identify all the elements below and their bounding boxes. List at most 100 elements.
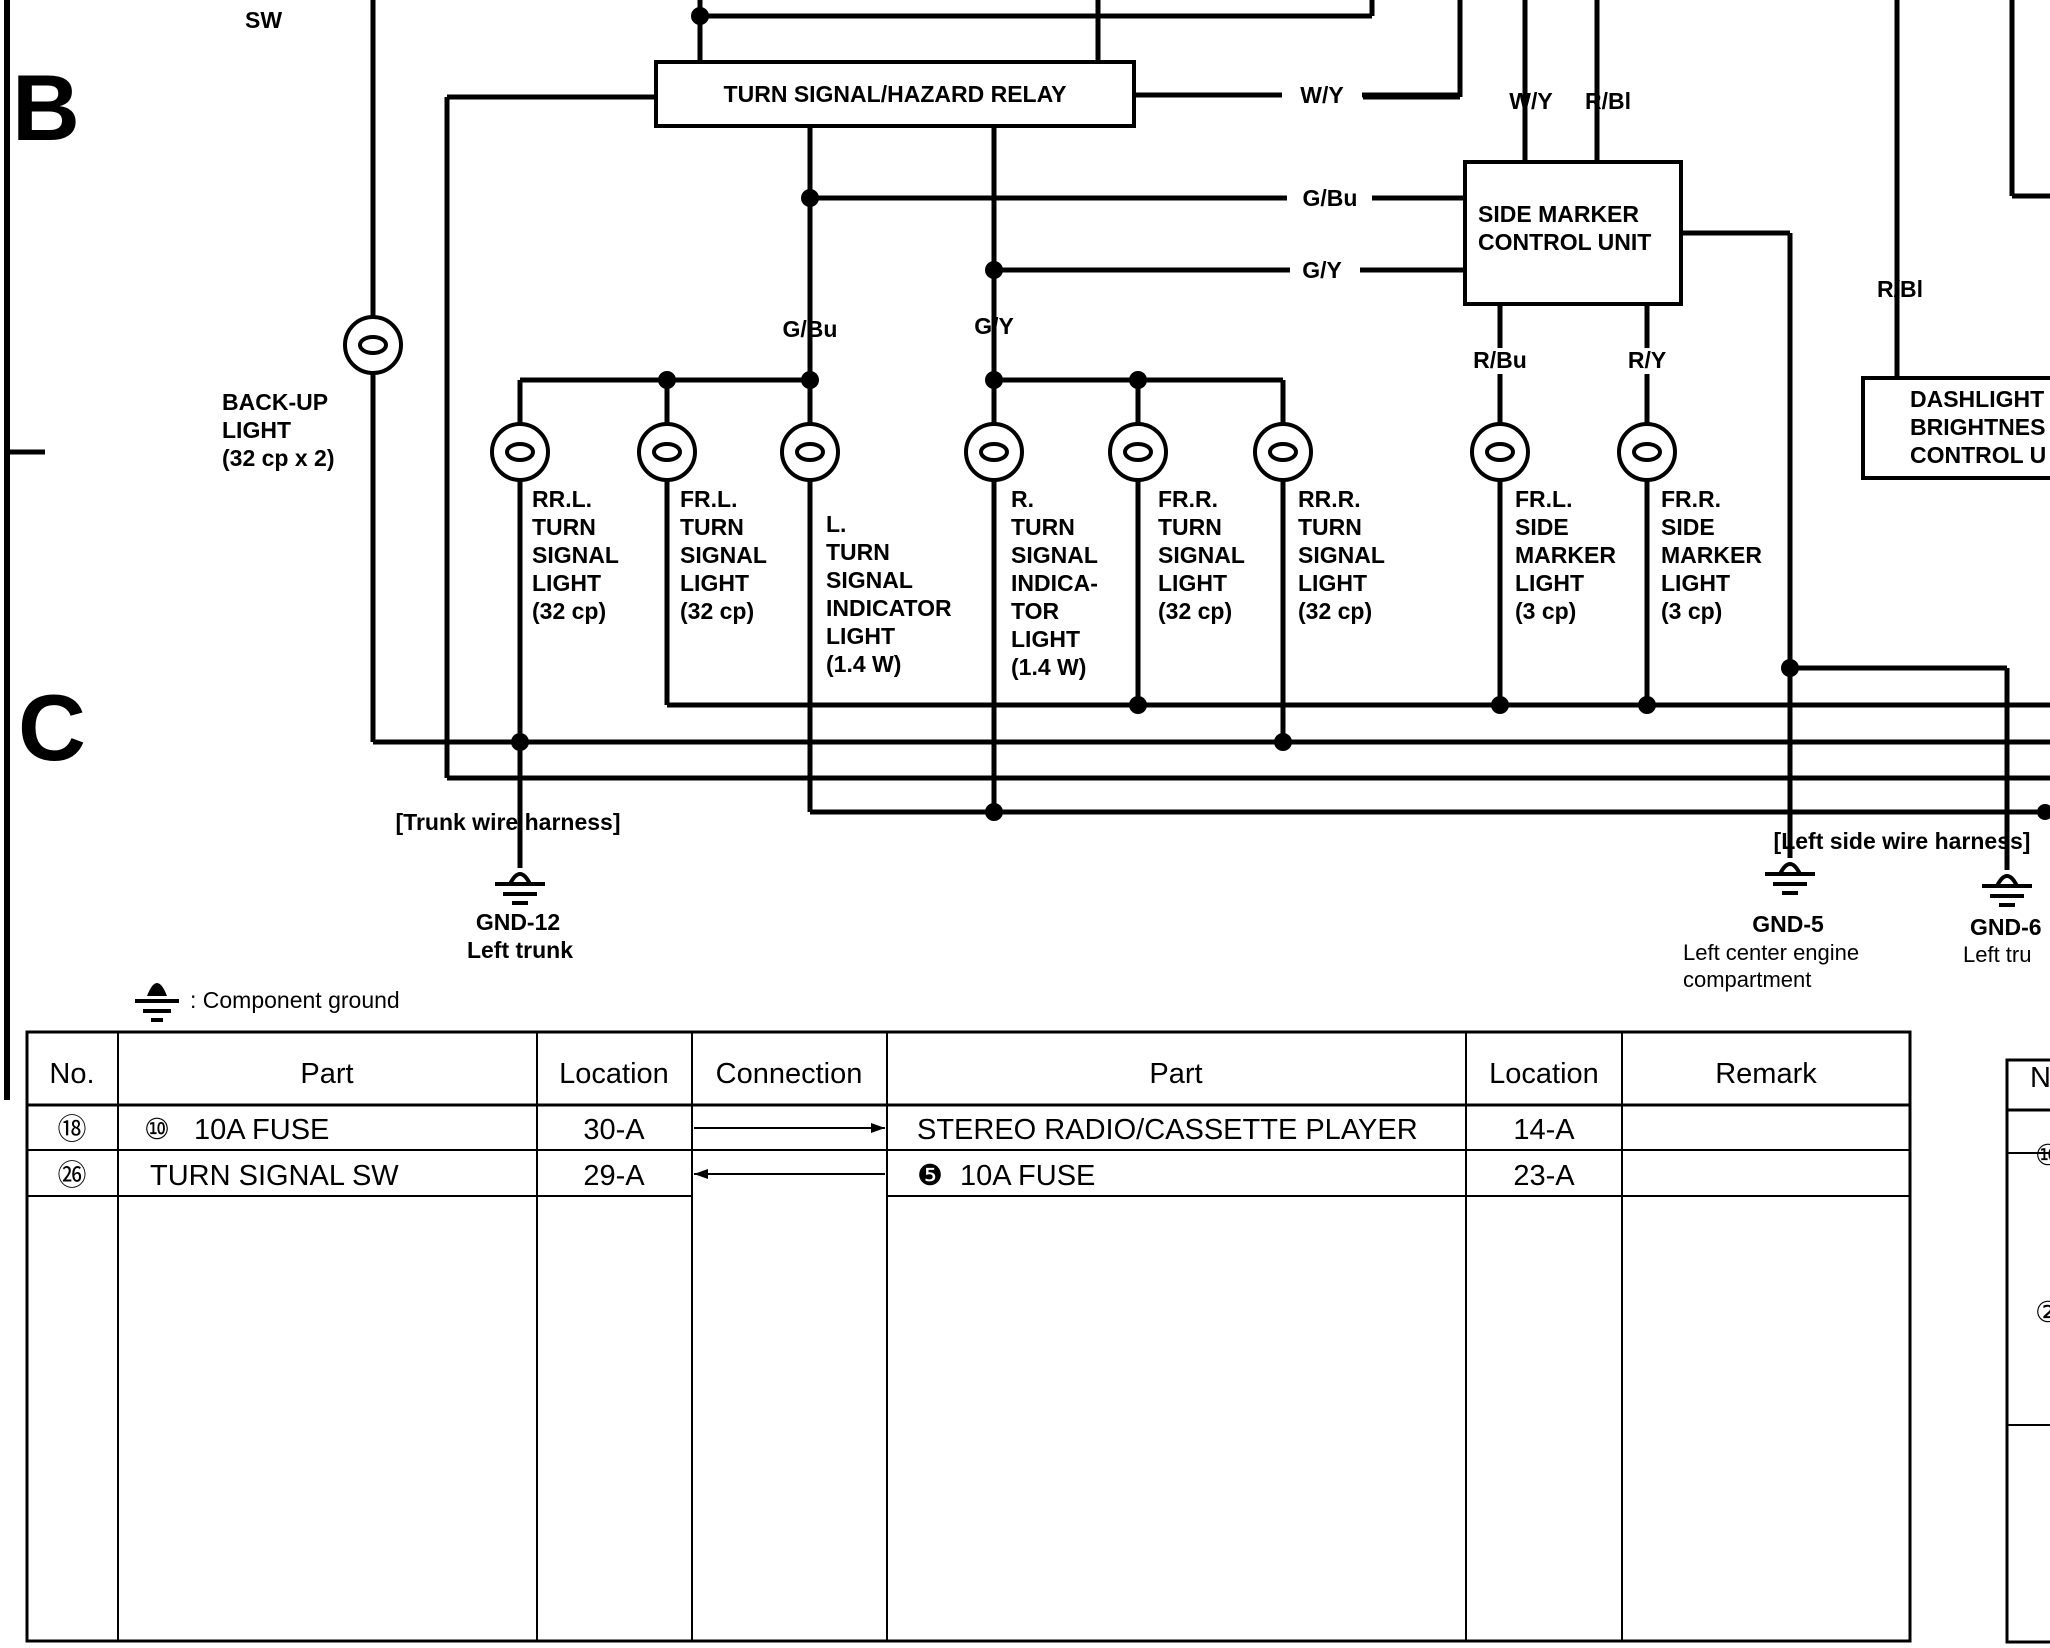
connection-table [25,1030,1912,1643]
wire-code-g-bu-v: G/Bu [783,316,838,342]
section-letter-b: B [12,55,80,160]
lamp-label-line: LIGHT [1661,570,1730,596]
lamp-label-line: RR.R. [1298,486,1361,512]
harness-left-side: [Left side wire harness] [1774,828,2031,854]
right-table-row-2: ② [2035,1297,2050,1329]
right-table-header: N [2030,1062,2050,1094]
lamp-label-line: LIGHT [1158,570,1227,596]
lamp-label-line: LIGHT [1298,570,1367,596]
lamp-label-line: RR.L. [532,486,592,512]
arrow-head-icon [871,1123,885,1133]
lamp-label-line: FR.R. [1158,486,1218,512]
relay-label: TURN SIGNAL/HAZARD RELAY [724,81,1067,107]
lamp-label-line: (32 cp) [532,598,606,624]
lamp-label-line: FR.L. [680,486,738,512]
gnd-12-location: Left trunk [467,937,573,963]
wire-code-w-y-relay: W/Y [1300,82,1343,108]
table-header-part: Part [300,1058,353,1090]
right-partial-table [2005,1058,2050,1644]
lamp-label-line: SIGNAL [532,542,619,568]
bulb-icon [1617,422,1677,482]
right-table-row-1: ⑩ [2035,1140,2050,1172]
fuse-number-icon: ⑩ [144,1114,170,1146]
gnd-6-id: GND-6 [1970,914,2042,940]
wire-code-g-bu-h: G/Bu [1303,185,1358,211]
ground-symbol-icon [1982,874,2032,907]
backup-light-line-1: BACK-UP [222,389,328,415]
lamp-label-line: TURN [532,514,596,540]
lamp-label-line: LIGHT [532,570,601,596]
table-header-part-2: Part [1149,1058,1202,1090]
row-no: ⑱ [57,1114,86,1146]
gnd-5-location-2: compartment [1683,967,1811,992]
gnd-12-id: GND-12 [476,909,560,935]
bulb-icon [1470,422,1530,482]
component-ground-icon [135,983,179,1022]
lamp-label-line: TURN [680,514,744,540]
lamp-label-line: TOR [1011,598,1060,624]
side-marker-control-unit [1463,160,1683,306]
lamp-label-line: LIGHT [1515,570,1584,596]
row-location: 30-A [583,1114,645,1146]
bulb-icon [1253,422,1313,482]
gnd-5-id: GND-5 [1752,911,1824,937]
lamp-label-line: TURN [1158,514,1222,540]
arrow-head-icon [694,1169,708,1179]
wire-code-g-y-v: G/Y [974,313,1014,339]
side-marker-unit-line-1: SIDE MARKER [1478,201,1639,227]
lamp-label-line: SIDE [1515,514,1569,540]
lamp-label-line: (32 cp) [1298,598,1372,624]
lamp-label-line: INDICA- [1011,570,1098,596]
legend-component-ground: : Component ground [190,987,400,1013]
table-header-remark: Remark [1715,1058,1817,1090]
lamp-label-line: (1.4 W) [1011,654,1086,680]
lamp-label-line: SIDE [1661,514,1715,540]
row-part: 10A FUSE [194,1114,329,1146]
gnd-6-location: Left tru [1963,942,2031,967]
lamp-label-line: LIGHT [1011,626,1080,652]
lamp-label-line: MARKER [1515,542,1616,568]
side-marker-unit-line-2: CONTROL UNIT [1478,229,1651,255]
switch-label: SW [245,7,282,33]
lamp-label-line: SIGNAL [826,567,913,593]
backup-light-line-2: LIGHT [222,417,291,443]
ground-symbol-icon [495,872,545,905]
lamp-label-line: (32 cp) [1158,598,1232,624]
row-part-2: STEREO RADIO/CASSETTE PLAYER [917,1114,1418,1146]
wire-code-r-bl-dash: R/Bl [1877,276,1923,302]
row-location-2: 23-A [1513,1160,1575,1192]
dashlight-brightness-control-unit [1861,376,2050,480]
lamp-label-line: INDICATOR [826,595,952,621]
lamp-label-line: TURN [1298,514,1362,540]
lamp-label-line: MARKER [1661,542,1762,568]
lamp-label-line: LIGHT [826,623,895,649]
lamp-label-line: (32 cp) [680,598,754,624]
row-part: TURN SIGNAL SW [150,1160,399,1192]
dashlight-line-1: DASHLIGHT [1910,386,2044,412]
lamp-label-line: SIGNAL [1298,542,1385,568]
lamp-label-line: LIGHT [680,570,749,596]
lamp-label-line: FR.R. [1661,486,1721,512]
lamp-label-line: R. [1011,486,1034,512]
bulb-icon [780,422,840,482]
wire-code-r-bu: R/Bu [1473,347,1527,373]
table-row: ⑱ ⑩ 10A FUSE 30-A STEREO RADIO/CASSETTE PLAY… [57,1114,1575,1146]
row-location-2: 14-A [1513,1114,1575,1146]
lamp-label-line: FR.L. [1515,486,1573,512]
section-letter-c: C [18,675,86,780]
wire-code-g-y-h: G/Y [1302,257,1342,283]
row-location: 29-A [583,1160,645,1192]
lamp-label-line: L. [826,511,846,537]
dashlight-line-2: BRIGHTNES [1910,414,2045,440]
table-header-connection: Connection [716,1058,863,1090]
lamp-label-line: SIGNAL [1158,542,1245,568]
bulb-icon [637,422,697,482]
bulb-icon [490,422,550,482]
